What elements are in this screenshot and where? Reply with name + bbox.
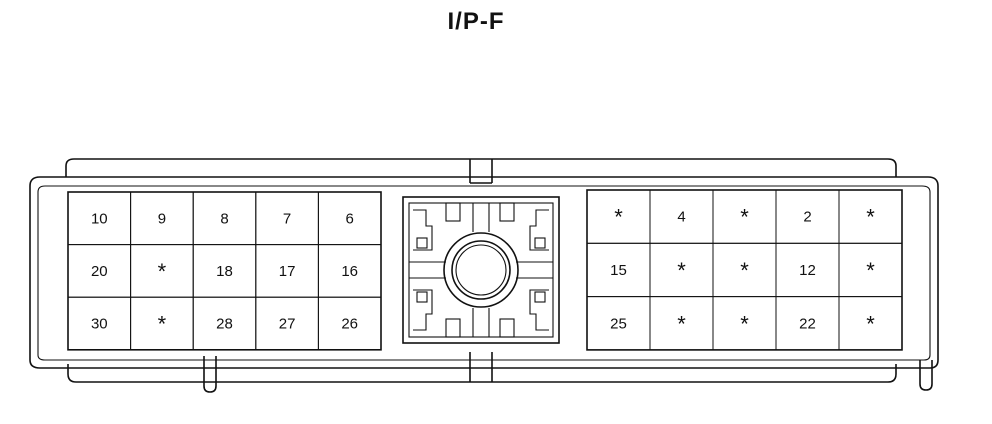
unused-pin-marker: * — [866, 258, 875, 283]
pin-number-label: 8 — [220, 210, 228, 227]
pin-number-label: 10 — [91, 210, 108, 227]
unused-pin-marker: * — [158, 312, 167, 337]
pin-number-label: 7 — [283, 210, 291, 227]
pin-number-label: 22 — [799, 315, 816, 332]
pin-cavity — [838, 296, 903, 351]
unused-pin-marker: * — [158, 259, 167, 284]
pin-cavity — [317, 296, 382, 351]
center-guide — [402, 196, 560, 344]
pin-number-label: 2 — [803, 209, 811, 226]
pin-number-label: 9 — [158, 210, 166, 227]
pin-number-label: 12 — [799, 262, 816, 279]
left-grid-frame — [67, 191, 382, 351]
pin-number-label: 16 — [341, 263, 358, 280]
unused-pin-marker: * — [740, 311, 749, 336]
unused-pin-marker: * — [677, 311, 686, 336]
pin-number-label: 4 — [677, 209, 685, 226]
left-pin-block: 10 9 8 7 6 20 * 18 17 16 30 * 28 27 26 — [67, 191, 382, 351]
connector-housing — [29, 158, 939, 393]
pin-number-label: 27 — [279, 316, 296, 333]
pin-number-label: 18 — [216, 263, 233, 280]
pin-number-label: 6 — [346, 210, 354, 227]
unused-pin-marker: * — [614, 205, 623, 230]
pin-number-label: 15 — [610, 262, 627, 279]
pin-number-label: 30 — [91, 316, 108, 333]
right-grid-frame — [586, 189, 903, 351]
connector-title: I/P-F — [447, 8, 505, 35]
unused-pin-marker: * — [740, 258, 749, 283]
pin-number-label: 28 — [216, 316, 233, 333]
unused-pin-marker: * — [866, 311, 875, 336]
pin-number-label: 25 — [610, 315, 627, 332]
unused-pin-marker: * — [677, 258, 686, 283]
pin-number-label: 20 — [91, 263, 108, 280]
pin-number-label: 26 — [341, 316, 358, 333]
pin-number-label: 17 — [279, 263, 296, 280]
unused-pin-marker: * — [866, 205, 875, 230]
unused-pin-marker: * — [740, 205, 749, 230]
right-pin-block: * 4 * 2 * 15 * * 12 * 25 * * 22 * — [586, 189, 903, 351]
